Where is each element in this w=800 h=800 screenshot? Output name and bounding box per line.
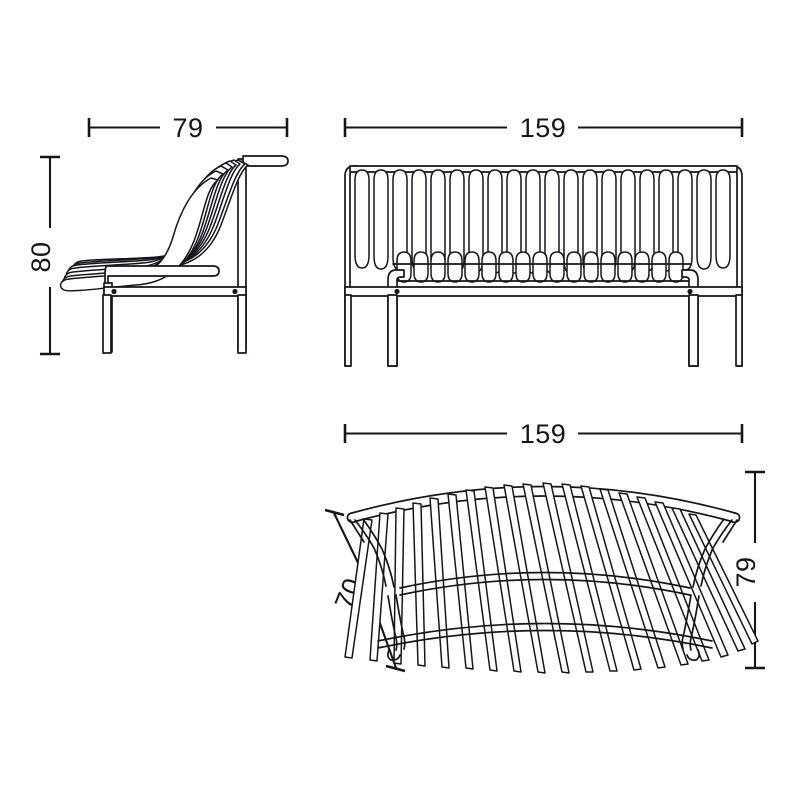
dimension-top-width: 159	[343, 419, 744, 449]
top-mid-rail-lower	[399, 578, 691, 596]
top-back-rail-cap-left	[346, 512, 358, 524]
top-front-rail-upper	[377, 622, 713, 642]
top-leg-left-inner	[395, 594, 406, 650]
front-bolt-left	[394, 288, 400, 295]
top-bracket-right	[722, 519, 738, 543]
top-front-rail-lower	[377, 629, 713, 649]
top-foot-left	[387, 649, 401, 661]
front-leg-outer-right	[735, 294, 743, 367]
dimension-top-depth: 79	[731, 470, 765, 670]
front-elevation-view	[344, 165, 743, 367]
top-leg-left	[387, 595, 398, 651]
dimension-label-top-depth: 79	[731, 556, 761, 587]
side-elevation-view	[59, 155, 289, 354]
top-side-frame-right-inner	[692, 518, 725, 588]
side-leg-front-lower	[102, 294, 112, 354]
front-seat-slat-ends	[396, 251, 684, 283]
front-lower-rail	[344, 286, 743, 297]
top-side-frame-left-inner	[362, 518, 395, 588]
dimension-label-top-width: 159	[520, 419, 567, 449]
dimension-label-side-width: 79	[172, 113, 203, 143]
side-bolt-right	[232, 288, 238, 295]
side-leg-back-lower	[237, 294, 247, 354]
top-side-frame-right	[700, 519, 733, 587]
dimension-front-width: 159	[343, 113, 744, 143]
side-top-rail	[242, 155, 289, 167]
front-leg-inner-left	[387, 294, 398, 367]
top-plan-view	[344, 482, 759, 674]
top-foot-right	[686, 649, 700, 661]
dimension-label-side-height: 80	[26, 241, 56, 272]
side-arm-bar	[104, 265, 220, 285]
side-slat-stack	[59, 159, 249, 292]
top-mid-rail-upper	[399, 571, 691, 589]
front-backrest-slats	[354, 169, 731, 274]
front-leg-outer-left	[344, 294, 352, 367]
front-leg-inner-right	[688, 294, 699, 367]
top-leg-right-inner	[681, 594, 692, 650]
top-side-frame-left	[354, 519, 387, 587]
top-leg-right	[689, 595, 700, 651]
top-back-rail-cap-right	[729, 512, 741, 524]
dimension-side-width: 79	[87, 113, 289, 143]
front-bolt-right	[687, 288, 693, 295]
side-cross-rail	[103, 286, 247, 297]
front-top-rail	[349, 165, 738, 173]
dimension-label-front-width: 159	[520, 113, 567, 143]
top-bracket-left	[349, 519, 365, 543]
side-bolt-left	[111, 288, 117, 295]
dimension-side-height: 80	[26, 155, 60, 356]
